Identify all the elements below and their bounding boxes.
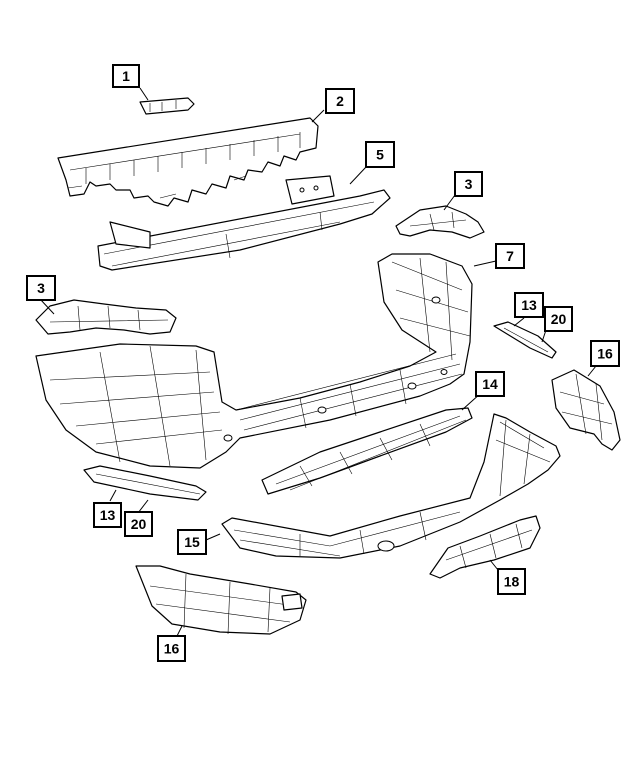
part-2-energy-absorber[interactable] [57, 117, 319, 207]
part-18-skid-plate[interactable] [429, 515, 541, 579]
callout-label: 5 [376, 147, 384, 163]
callout-14: 14 [475, 371, 505, 397]
part-7-bumper-fascia[interactable] [35, 253, 473, 469]
callout-label: 18 [504, 574, 520, 590]
callout-13-right: 13 [514, 292, 544, 318]
part-3-left-bracket[interactable] [35, 299, 177, 335]
part-15-lower-valance[interactable] [221, 413, 561, 559]
callout-label: 20 [131, 516, 147, 532]
callout-3-right: 3 [454, 171, 483, 197]
callout-20-right: 20 [544, 306, 573, 332]
callout-5: 5 [365, 141, 395, 168]
callout-label: 7 [506, 248, 514, 264]
callout-label: 13 [521, 297, 537, 313]
callout-label: 3 [465, 176, 473, 192]
callout-label: 1 [122, 68, 130, 84]
callout-16-left: 16 [157, 635, 186, 662]
callout-7: 7 [495, 243, 525, 269]
callout-2: 2 [325, 88, 355, 114]
callout-18: 18 [497, 568, 526, 595]
callout-label: 20 [551, 311, 567, 327]
callout-13-left: 13 [93, 502, 122, 528]
callout-20-left: 20 [124, 511, 153, 537]
part-13-left-molding[interactable] [83, 465, 207, 501]
callout-label: 15 [184, 534, 200, 550]
callout-label: 3 [37, 280, 45, 296]
callout-label: 16 [164, 641, 180, 657]
callout-15: 15 [177, 529, 207, 555]
callout-label: 16 [597, 346, 613, 362]
part-3-right-bracket[interactable] [395, 205, 485, 239]
part-14-step-pad[interactable] [261, 407, 473, 495]
callout-1: 1 [112, 64, 140, 88]
callout-label: 14 [482, 376, 498, 392]
callout-16-right: 16 [590, 340, 620, 367]
part-1-bracket[interactable] [139, 97, 195, 115]
callout-label: 2 [336, 93, 344, 109]
part-16-right-end-cap[interactable] [551, 369, 621, 451]
callout-3-left: 3 [26, 275, 56, 301]
part-5-bumper-reinforcement[interactable] [97, 175, 391, 271]
part-16-left-end-cap[interactable] [135, 565, 307, 635]
callout-label: 13 [100, 507, 116, 523]
part-13-right-molding[interactable] [493, 321, 557, 359]
